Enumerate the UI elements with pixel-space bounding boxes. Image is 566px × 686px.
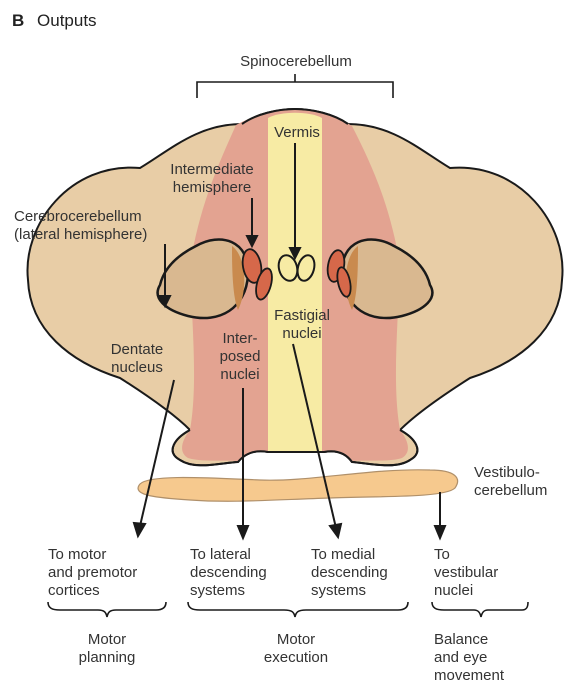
svg-text:B Outputs: B Outputs bbox=[12, 11, 97, 30]
output-targets: To motor and premotor cortices To latera… bbox=[48, 546, 498, 599]
dentate-label-1: Dentate bbox=[111, 341, 164, 358]
target-motor-cortices-2: and premotor bbox=[48, 564, 137, 581]
dentate-label-2: nucleus bbox=[111, 359, 163, 376]
fastigial-label-1: Fastigial bbox=[274, 307, 330, 324]
function-balance-1: Balance bbox=[434, 631, 488, 648]
vermis-label: Vermis bbox=[274, 124, 320, 141]
cerebrocerebellum-label-1: Cerebrocerebellum bbox=[14, 208, 142, 225]
interposed-label-2: posed bbox=[220, 348, 261, 365]
interposed-label-1: Inter- bbox=[222, 330, 257, 347]
target-vestibular-2: vestibular bbox=[434, 564, 498, 581]
vestibulocerebellum-label-2: cerebellum bbox=[474, 482, 547, 499]
functions: Motor planning Motor execution Balance a… bbox=[79, 631, 505, 684]
function-braces bbox=[48, 602, 528, 617]
function-motor-planning-1: Motor bbox=[88, 631, 126, 648]
target-vestibular-3: nuclei bbox=[434, 582, 473, 599]
target-motor-cortices-1: To motor bbox=[48, 546, 106, 563]
intermediate-label-1: Intermediate bbox=[170, 161, 253, 178]
target-vestibular-1: To bbox=[434, 546, 450, 563]
intermediate-label-2: hemisphere bbox=[173, 179, 251, 196]
function-balance-3: movement bbox=[434, 667, 505, 684]
panel-title: Outputs bbox=[37, 11, 97, 30]
fastigial-label-2: nuclei bbox=[282, 325, 321, 342]
target-motor-cortices-3: cortices bbox=[48, 582, 100, 599]
target-lateral-descending-1: To lateral bbox=[190, 546, 251, 563]
function-motor-execution-1: Motor bbox=[277, 631, 315, 648]
function-motor-planning-2: planning bbox=[79, 649, 136, 666]
target-medial-descending-2: descending bbox=[311, 564, 388, 581]
target-medial-descending-3: systems bbox=[311, 582, 366, 599]
spinocerebellum-bracket bbox=[197, 74, 393, 98]
interposed-label-3: nuclei bbox=[220, 366, 259, 383]
target-medial-descending-1: To medial bbox=[311, 546, 375, 563]
vestibulocerebellum-label-1: Vestibulo- bbox=[474, 464, 540, 481]
target-lateral-descending-2: descending bbox=[190, 564, 267, 581]
vestibulocerebellum-region bbox=[138, 470, 458, 501]
function-motor-execution-2: execution bbox=[264, 649, 328, 666]
spinocerebellum-label: Spinocerebellum bbox=[240, 53, 352, 70]
target-lateral-descending-3: systems bbox=[190, 582, 245, 599]
cerebrocerebellum-label-2: (lateral hemisphere) bbox=[14, 226, 147, 243]
panel-letter: B bbox=[12, 11, 24, 30]
function-balance-2: and eye bbox=[434, 649, 487, 666]
